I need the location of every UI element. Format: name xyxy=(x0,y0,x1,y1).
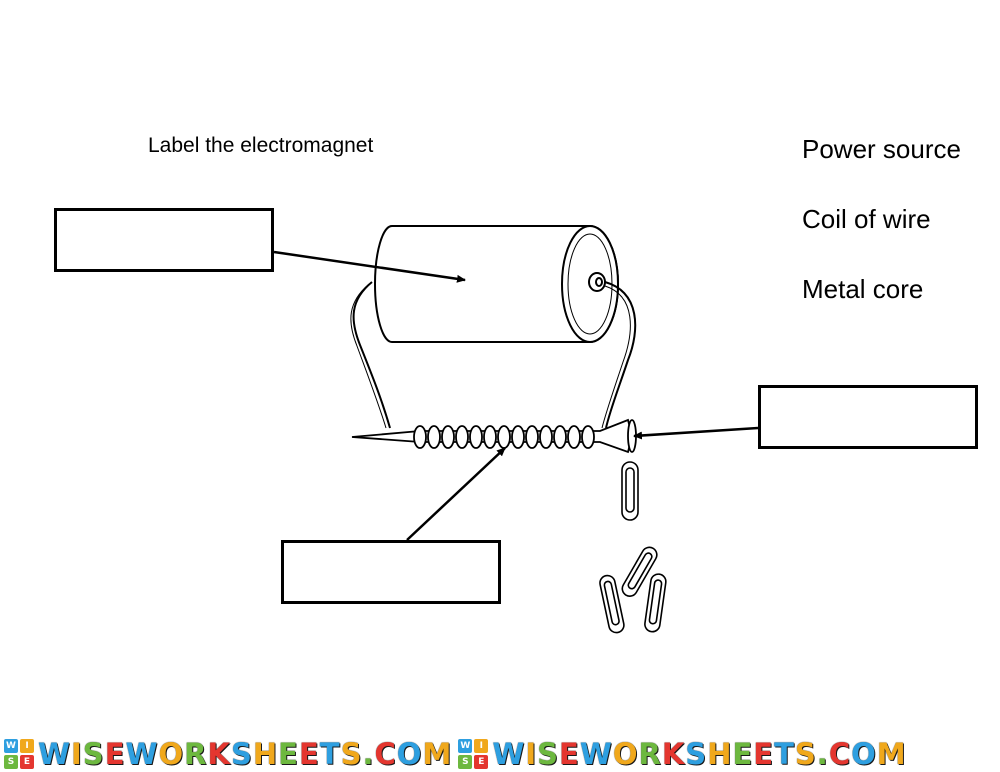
logo-letter: E xyxy=(474,754,489,769)
wire-drawing xyxy=(350,281,637,429)
worksheet-title: Label the electromagnet xyxy=(148,134,374,157)
coil-drawing xyxy=(413,425,595,449)
arrow-to-coil xyxy=(406,447,506,541)
watermark-text: WISEWORKSHEETS.COM xyxy=(38,736,453,771)
logo-letter: W xyxy=(4,738,18,753)
word-power-source[interactable]: Power source xyxy=(802,134,961,164)
watermark-text: WISEWORKSHEETS.COM xyxy=(492,736,907,771)
answer-box-2[interactable] xyxy=(758,385,978,449)
watermark-block-1: W I S E WISEWORKSHEETS.COM xyxy=(4,737,452,771)
logo-letter: E xyxy=(20,754,34,769)
logo-letter: I xyxy=(474,738,489,753)
arrow-to-battery xyxy=(273,250,466,283)
logo-letter: S xyxy=(4,754,18,769)
paper-clips-drawing xyxy=(599,461,667,634)
logo-icon: W I S E xyxy=(458,738,489,769)
answer-box-3[interactable] xyxy=(281,540,501,604)
watermark-footer: W I S E WISEWORKSHEETS.COM W I S E WISEW… xyxy=(0,735,1000,772)
watermark-block-2: W I S E WISEWORKSHEETS.COM xyxy=(458,737,906,771)
word-coil-of-wire[interactable]: Coil of wire xyxy=(802,204,931,234)
logo-letter: I xyxy=(20,738,34,753)
logo-letter: W xyxy=(458,738,473,753)
battery-drawing xyxy=(374,225,619,343)
logo-icon: W I S E xyxy=(4,738,34,769)
answer-box-1[interactable] xyxy=(54,208,274,272)
electromagnet-illustration xyxy=(273,225,759,634)
word-bank: Power source Coil of wire Metal core xyxy=(802,132,961,342)
arrow-to-nail xyxy=(633,426,759,440)
logo-letter: S xyxy=(458,754,473,769)
word-metal-core[interactable]: Metal core xyxy=(802,274,924,304)
